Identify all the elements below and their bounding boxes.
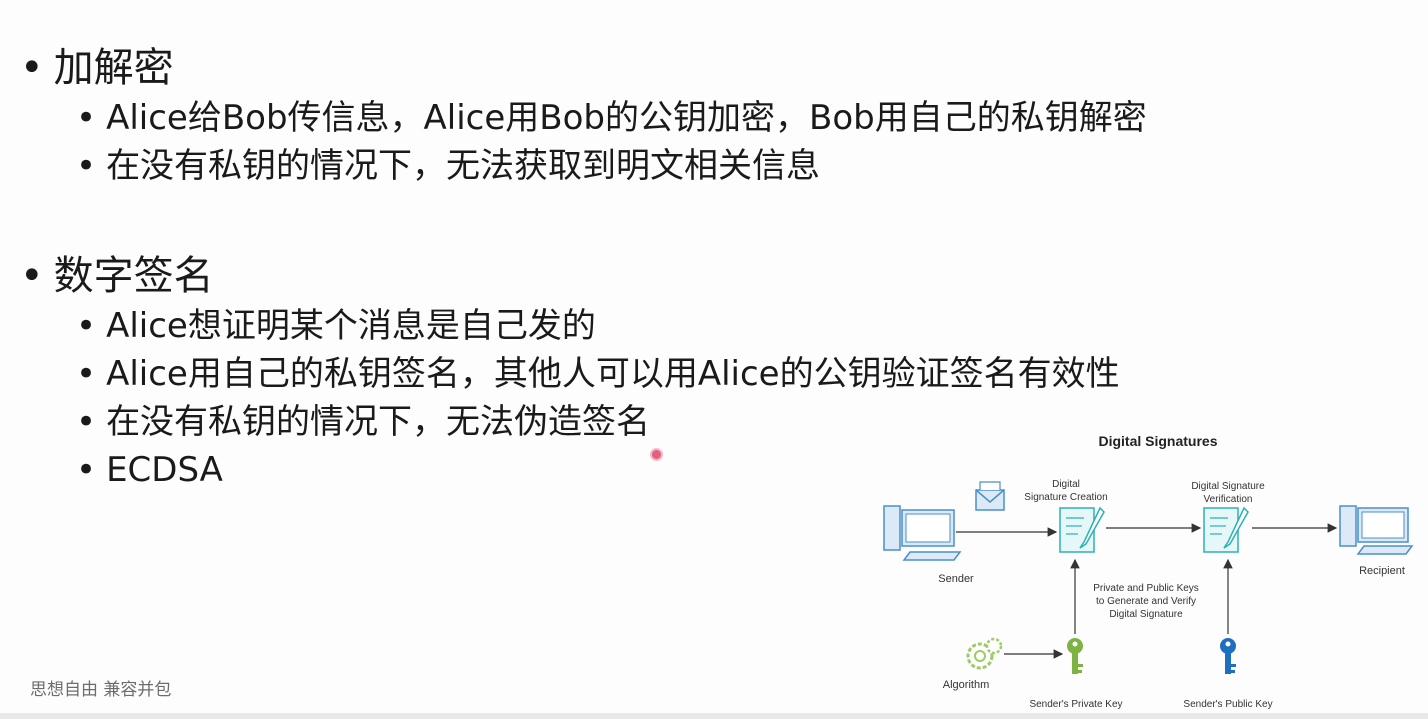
bullet-item: •Alice用自己的私钥签名，其他人可以用Alice的公钥验证签名有效性 — [76, 354, 1120, 394]
bullet-icon: • — [76, 450, 97, 490]
algorithm-label: Algorithm — [943, 679, 989, 691]
digital-signature-diagram: Digital Signatures Sender Digital Signat… — [870, 420, 1428, 719]
verification-label-2: Verification — [1204, 494, 1253, 505]
bullet-icon: • — [76, 354, 97, 394]
diagram-title: Digital Signatures — [1098, 433, 1217, 449]
public-key-label: Sender's Public Key — [1183, 699, 1272, 710]
keys-note-line-2: to Generate and Verify — [1096, 596, 1196, 607]
bullet-icon: • — [76, 146, 97, 186]
bullet-item: •ECDSA — [76, 450, 223, 490]
bullet-icon: • — [76, 402, 97, 442]
bullet-icon: • — [76, 306, 97, 346]
bullet-icon: • — [20, 253, 44, 299]
creation-label-1: Digital — [1052, 479, 1080, 490]
section-heading-signature: •数字签名 — [20, 253, 214, 299]
algorithm-gear-icon — [966, 637, 1003, 670]
keys-note-line-1: Private and Public Keys — [1093, 583, 1199, 594]
bottom-bar — [0, 713, 1428, 719]
bullet-icon: • — [20, 45, 44, 91]
private-key-icon — [1067, 638, 1083, 674]
envelope-icon — [975, 481, 1005, 511]
section-heading-encryption: •加解密 — [20, 45, 174, 91]
bullet-icon: • — [76, 98, 97, 138]
bullet-item: •在没有私钥的情况下，无法伪造签名 — [76, 402, 651, 442]
laser-pointer — [650, 448, 663, 461]
signature-creation-document-icon — [1059, 506, 1105, 553]
public-key-icon — [1220, 638, 1236, 674]
private-key-label: Sender's Private Key — [1029, 699, 1122, 710]
signature-verification-document-icon — [1203, 506, 1249, 553]
recipient-label: Recipient — [1359, 565, 1405, 577]
bullet-item: •Alice想证明某个消息是自己发的 — [76, 306, 596, 346]
bullet-item: •Alice给Bob传信息，Alice用Bob的公钥加密，Bob用自己的私钥解密 — [76, 98, 1147, 138]
recipient-computer-icon — [1339, 505, 1414, 555]
creation-label-2: Signature Creation — [1024, 492, 1107, 503]
bullet-item: •在没有私钥的情况下，无法获取到明文相关信息 — [76, 146, 821, 186]
sender-label: Sender — [938, 573, 974, 585]
keys-note-line-3: Digital Signature — [1109, 609, 1183, 620]
footer-motto: 思想自由 兼容并包 — [30, 680, 172, 700]
sender-computer-icon — [883, 505, 962, 561]
verification-label-1: Digital Signature — [1191, 481, 1265, 492]
